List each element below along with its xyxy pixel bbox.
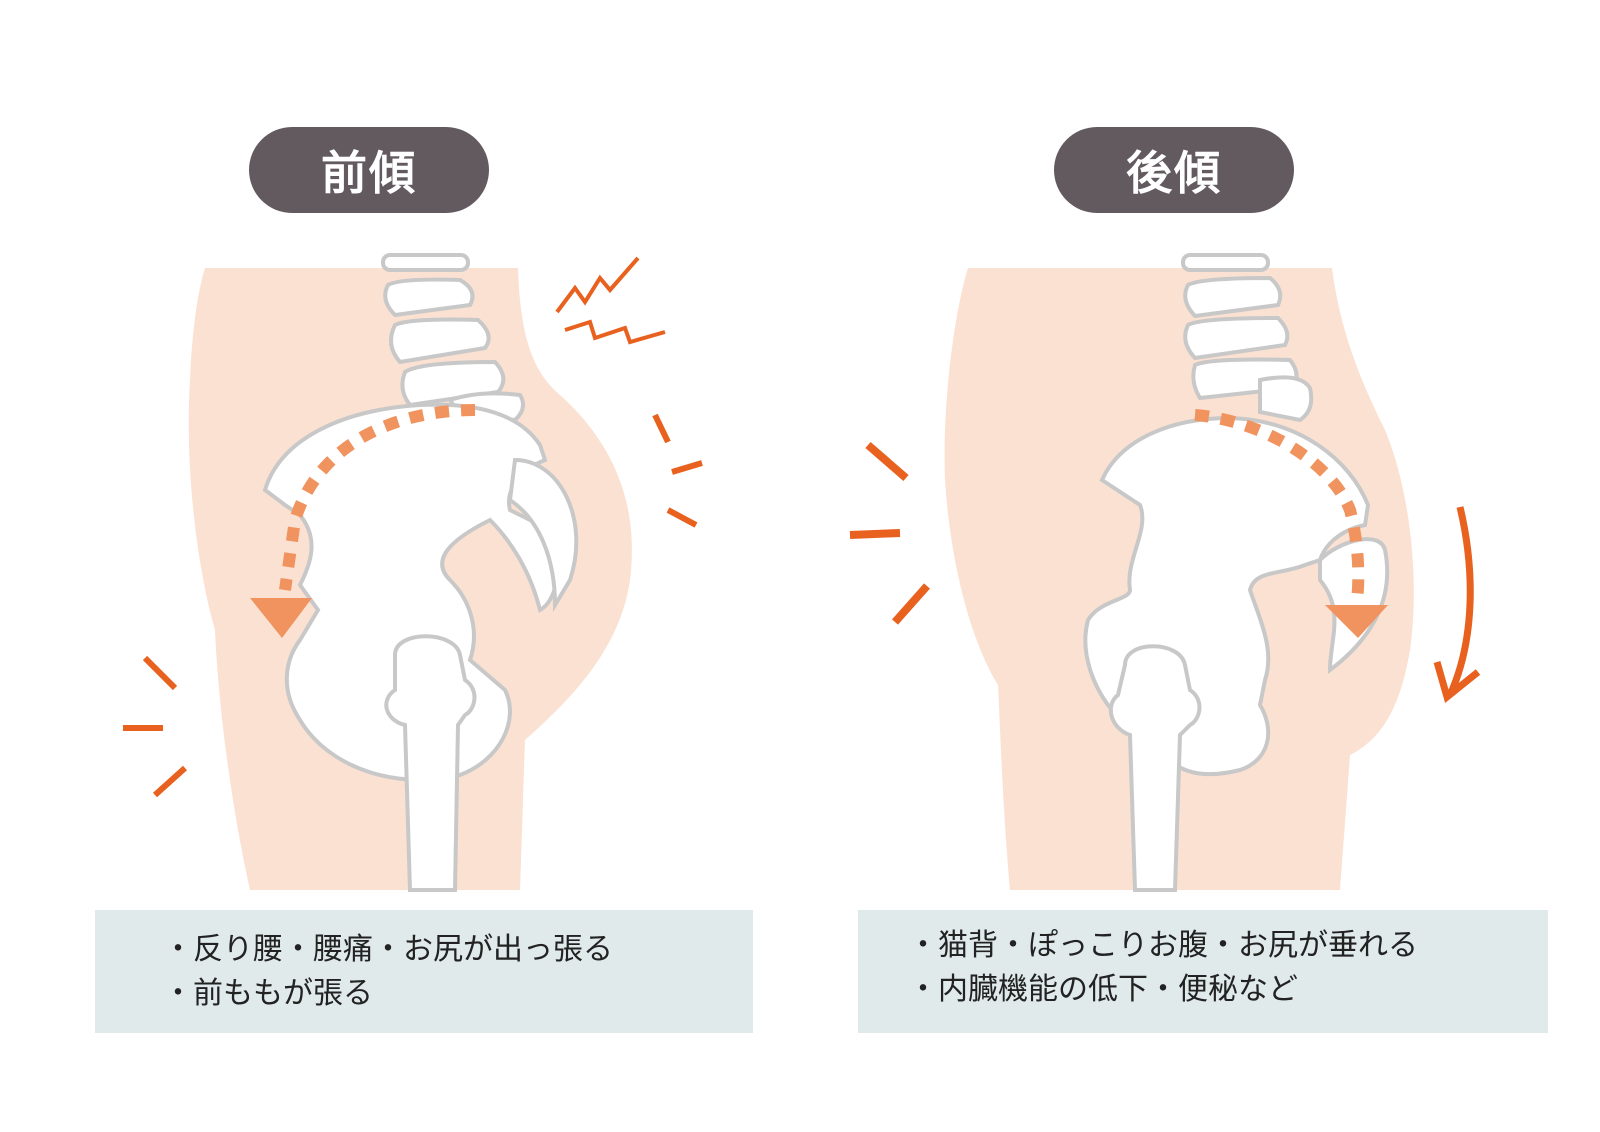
emphasis-lines-front-icon [123, 655, 188, 798]
caption-line: ・前ももが張る [163, 976, 373, 1011]
curved-down-arrow-icon [1446, 506, 1474, 697]
caption-line: ・内臓機能の低下・便秘など [908, 972, 1298, 1007]
anterior-tilt-caption: ・反り腰・腰痛・お尻が出っ張る ・前ももが張る [95, 910, 753, 1033]
sacrum-icon [1318, 537, 1390, 675]
emphasis-lines-front-icon [849, 441, 930, 625]
femur-icon [384, 634, 477, 892]
sacrum-icon [507, 457, 579, 613]
posterior-tilt-figure [849, 253, 1481, 892]
arrow-head-icon [250, 598, 312, 638]
pelvis-icon [262, 402, 561, 782]
curved-down-arrow-head-icon [1433, 661, 1481, 704]
arrow-head-icon [1325, 605, 1388, 638]
caption-line: ・反り腰・腰痛・お尻が出っ張る [163, 932, 613, 967]
lumbar-spine-icon [1181, 253, 1314, 423]
femur-icon [1108, 644, 1202, 892]
pain-zigzag-icon [555, 256, 666, 345]
posterior-tilt-caption: ・猫背・ぽっこりお腹・お尻が垂れる ・内臓機能の低下・便秘など [858, 910, 1548, 1033]
anterior-tilt-figure [123, 253, 703, 892]
posterior-tilt-title: 後傾 [1054, 127, 1294, 213]
anterior-tilt-title: 前傾 [249, 127, 489, 213]
caption-line: ・猫背・ぽっこりお腹・お尻が垂れる [908, 928, 1418, 963]
rotation-arrow-icon [279, 404, 476, 591]
emphasis-lines-back-icon [652, 413, 703, 528]
